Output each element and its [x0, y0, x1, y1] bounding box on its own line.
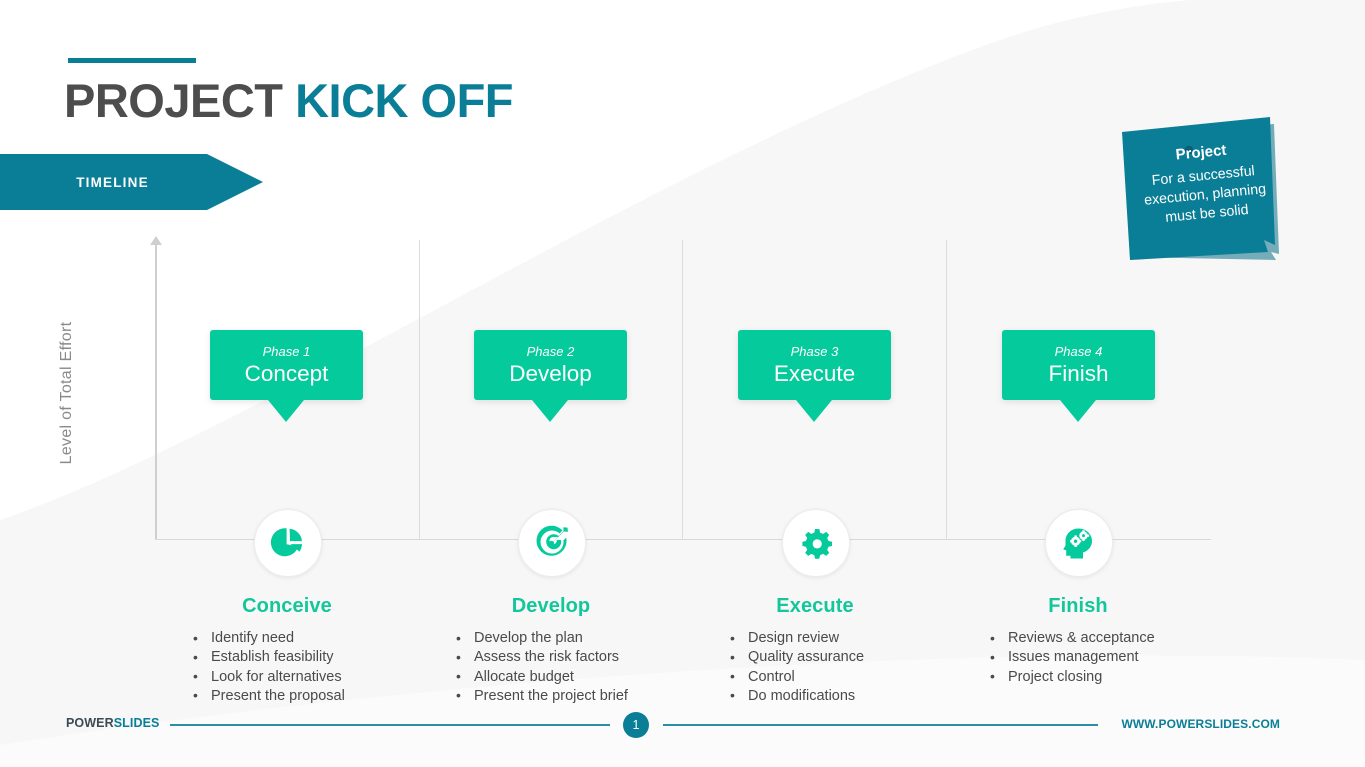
footer-logo-primary: POWER — [66, 716, 114, 730]
list-item: Control — [726, 667, 864, 687]
grid-line-2 — [682, 240, 683, 540]
phase-box-1[interactable]: Phase 1 Concept — [210, 330, 363, 400]
step-heading-1: Conceive — [242, 595, 332, 617]
phase-number-3: Phase 3 — [790, 344, 839, 359]
step-icon-circle-1[interactable] — [254, 509, 322, 577]
phase-name-2: Develop — [509, 361, 592, 386]
footer-url[interactable]: WWW.POWERSLIDES.COM — [1121, 717, 1280, 731]
phase-tail-3 — [796, 400, 832, 422]
list-item: Assess the risk factors — [452, 648, 628, 668]
footer-divider-left — [170, 724, 610, 726]
list-item: Reviews & acceptance — [986, 628, 1155, 648]
phase-name-4: Finish — [1048, 361, 1109, 386]
list-item: Present the project brief — [452, 686, 628, 706]
target-arrow-icon — [536, 525, 568, 556]
footer-divider-right — [663, 724, 1098, 726]
list-item: Issues management — [986, 648, 1155, 668]
phase-number-4: Phase 4 — [1054, 344, 1103, 359]
timeline-arrow-banner: TIMELINE — [0, 154, 263, 210]
page-number-badge: 1 — [623, 712, 649, 738]
step-heading-2: Develop — [511, 595, 591, 617]
phase-number-2: Phase 2 — [526, 344, 575, 359]
grid-line-1 — [419, 240, 420, 540]
list-item: Do modifications — [726, 686, 864, 706]
head-gears-icon — [1063, 528, 1092, 559]
grid-line-3 — [946, 240, 947, 540]
sticky-note — [1118, 112, 1288, 272]
list-item: Present the proposal — [189, 686, 345, 706]
footer-logo-secondary: SLIDES — [113, 716, 160, 730]
list-item: Develop the plan — [452, 628, 628, 648]
phase-number-1: Phase 1 — [262, 344, 311, 359]
y-axis-label: Level of Total Effort — [58, 321, 75, 465]
list-item: Establish feasibility — [189, 648, 345, 668]
phase-tail-1 — [268, 400, 304, 422]
step-icon-circle-4[interactable] — [1045, 509, 1113, 577]
bullet-list-1: Identify need Establish feasibility Look… — [189, 628, 345, 706]
y-axis-line — [155, 240, 157, 540]
bullet-list-2: Develop the plan Assess the risk factors… — [452, 628, 628, 706]
page-title-main: PROJECT — [64, 74, 283, 127]
step-heading-3: Execute — [776, 595, 854, 617]
phase-name-3: Execute — [773, 361, 856, 386]
list-item: Design review — [726, 628, 864, 648]
timeline-label: TIMELINE — [76, 174, 149, 190]
bullet-list-3: Design review Quality assurance Control … — [726, 628, 864, 706]
step-icon-circle-3[interactable] — [782, 509, 850, 577]
page-title-accent: KICK OFF — [295, 74, 513, 127]
list-item: Allocate budget — [452, 667, 628, 687]
list-item: Look for alternatives — [189, 667, 345, 687]
phase-box-4[interactable]: Phase 4 Finish — [1002, 330, 1155, 400]
sticky-note-text: Project For a successful execution, plan… — [1124, 136, 1283, 231]
pie-chart-icon — [271, 528, 302, 557]
step-icon-circle-2[interactable] — [518, 509, 586, 577]
phase-box-2[interactable]: Phase 2 Develop — [474, 330, 627, 400]
arrow-shape-icon — [0, 154, 263, 210]
x-axis-line — [155, 539, 1211, 540]
page-title: PROJECT KICK OFF — [64, 70, 513, 132]
list-item: Project closing — [986, 667, 1155, 687]
title-rule-decoration — [68, 58, 196, 63]
phase-box-3[interactable]: Phase 3 Execute — [738, 330, 891, 400]
phase-tail-4 — [1060, 400, 1096, 422]
footer-logo[interactable]: POWERSLIDES — [66, 716, 159, 730]
list-item: Quality assurance — [726, 648, 864, 668]
phase-tail-2 — [532, 400, 568, 422]
phase-name-1: Concept — [244, 361, 329, 386]
step-heading-4: Finish — [1048, 595, 1108, 617]
sticky-note-shape-icon — [1122, 117, 1279, 260]
list-item: Identify need — [189, 628, 345, 648]
bullet-list-4: Reviews & acceptance Issues management P… — [986, 628, 1155, 687]
gear-icon — [802, 529, 832, 559]
